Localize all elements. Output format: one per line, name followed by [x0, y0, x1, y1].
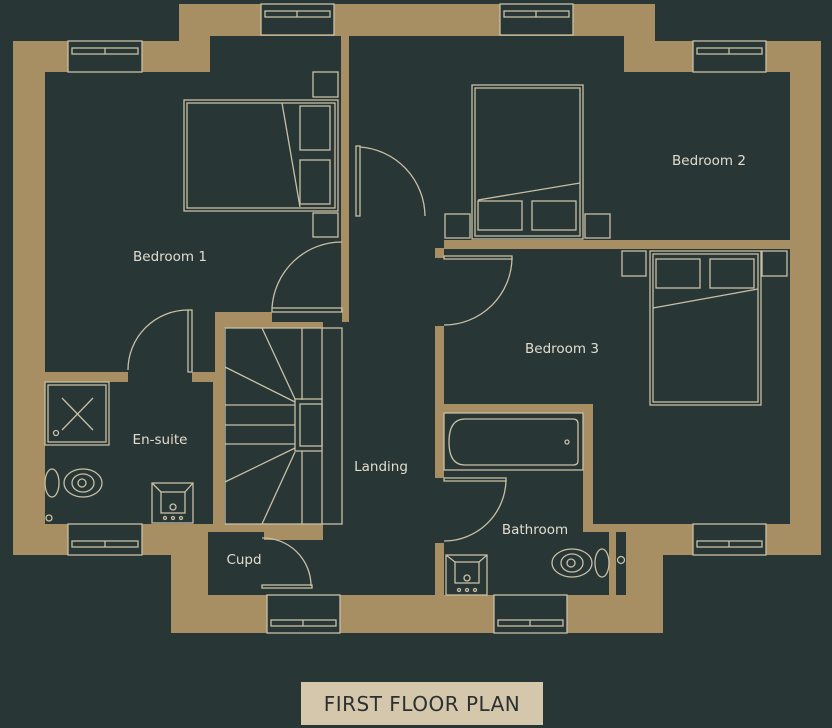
- shower-tray: [44, 381, 110, 446]
- toilet-ensuite: [44, 468, 103, 498]
- window-bedroom3: [692, 523, 767, 556]
- basin-ensuite: [151, 482, 194, 524]
- window-bedroom1: [67, 40, 143, 73]
- window-bathroom: [493, 594, 568, 634]
- room-labels: Bedroom 1 Bedroom 2 Bedroom 3 En-suite L…: [133, 153, 746, 568]
- label-bathroom: Bathroom: [502, 522, 568, 538]
- bed-bedroom3: [621, 250, 788, 406]
- label-landing: Landing: [354, 459, 408, 475]
- window-landing: [266, 594, 341, 634]
- label-bedroom-2: Bedroom 2: [672, 153, 746, 169]
- label-bedroom-1: Bedroom 1: [133, 249, 207, 265]
- window-bedroom1-top: [260, 3, 335, 36]
- basin-bathroom: [445, 554, 488, 596]
- window-bedroom2: [692, 40, 767, 73]
- bed-bedroom1: [183, 71, 339, 238]
- label-bedroom-3: Bedroom 3: [525, 341, 599, 357]
- toilet-bathroom: [551, 548, 626, 578]
- window-ensuite: [67, 523, 143, 556]
- staircase: [224, 327, 343, 525]
- room-floors: [45, 36, 790, 595]
- plan-title: FIRST FLOOR PLAN: [323, 691, 521, 716]
- window-bedroom2-top: [499, 3, 574, 36]
- door-openings: [128, 258, 444, 543]
- ensuite-pipe: [45, 514, 53, 522]
- plan-title-box: FIRST FLOOR PLAN: [301, 682, 543, 725]
- bed-bedroom2: [444, 84, 611, 240]
- doors: [127, 145, 513, 589]
- label-cupboard: Cupd: [226, 552, 261, 568]
- label-en-suite: En-suite: [133, 432, 188, 448]
- bathtub: [443, 412, 584, 471]
- windows: [67, 3, 767, 634]
